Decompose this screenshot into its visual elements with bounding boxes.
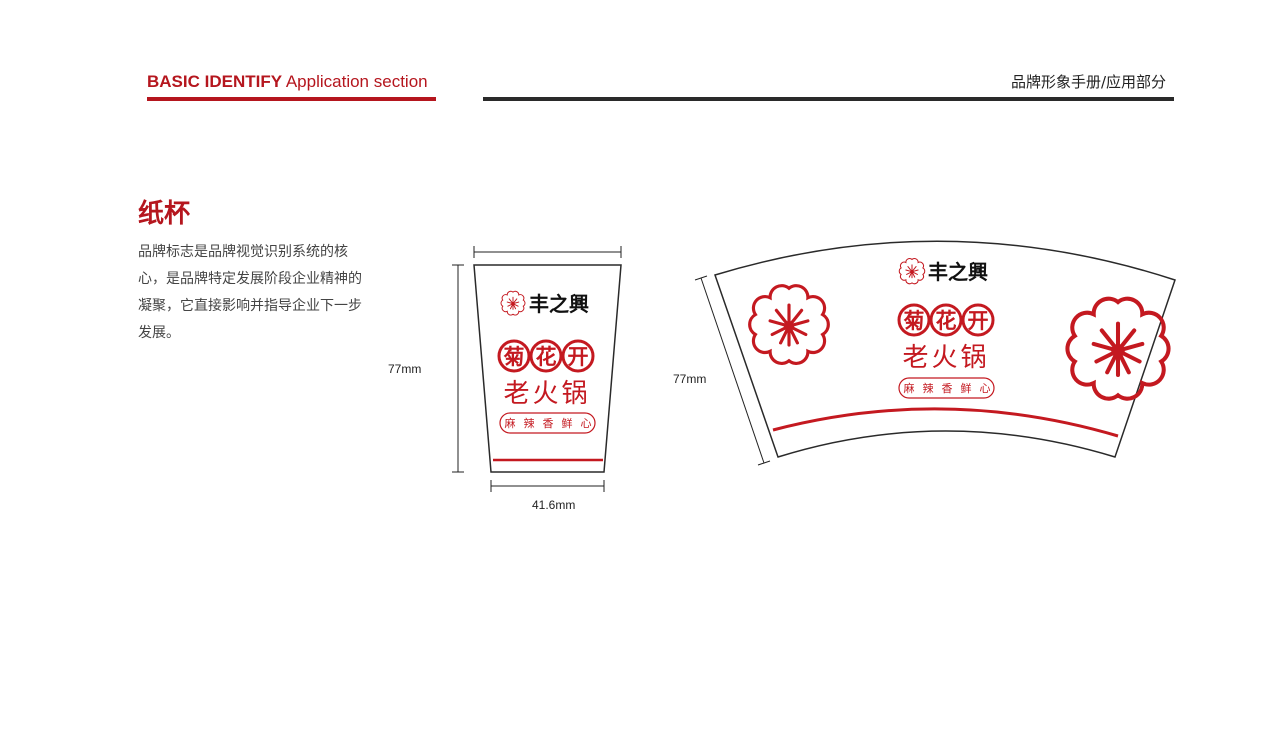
cup-dimension-lines xyxy=(452,246,622,492)
cup-slogan-char: 麻 xyxy=(505,416,516,430)
unrolled-bottom-stripe xyxy=(772,407,1119,438)
cup-slogan-char: 辣 xyxy=(524,416,535,430)
section-title: 纸杯 xyxy=(138,199,191,229)
cup-badge-row: 菊 花 开 xyxy=(497,339,595,373)
unrolled-subtitle: 老火锅 xyxy=(902,343,989,373)
unrolled-outline xyxy=(714,240,1176,458)
unrolled-slogan-char: 鲜 xyxy=(961,381,972,395)
cup-slogan-char: 心 xyxy=(581,417,592,430)
unrolled-brand-logo: 丰之興 xyxy=(898,258,988,285)
unrolled-badge-row: 菊 花 开 xyxy=(897,303,995,337)
cup-badge-char: 花 xyxy=(536,345,557,369)
cup-subtitle: 老火锅 xyxy=(503,379,590,409)
unrolled-slogan-char: 心 xyxy=(980,382,991,395)
header-right-rule xyxy=(483,97,1174,101)
cup-brand-logo: 丰之興 xyxy=(500,290,589,316)
unrolled-slogan-char: 辣 xyxy=(923,381,934,395)
unrolled-slogan-char: 麻 xyxy=(904,381,915,395)
cup-brand-name: 丰之興 xyxy=(529,292,589,316)
cup-slogan-char: 香 xyxy=(543,417,554,430)
cup-slogan: 麻 辣 香 鲜 心 xyxy=(499,412,596,434)
unrolled-slogan: 麻 辣 香 鲜 心 xyxy=(898,377,995,399)
header-section-label: 品牌形象手册/应用部分 xyxy=(1010,73,1166,91)
cup-badge-char: 开 xyxy=(568,345,589,369)
header-title: BASIC IDENTIFY Application section xyxy=(147,72,428,92)
header-title-bold: BASIC IDENTIFY xyxy=(147,72,283,91)
unrolled-slogan-char: 香 xyxy=(942,382,953,395)
unrolled-brand-name: 丰之興 xyxy=(928,260,988,284)
header-title-rest: Application section xyxy=(282,72,428,91)
cup-height-label: 77mm xyxy=(388,362,421,376)
cup-slogan-char: 鲜 xyxy=(562,416,573,430)
cup-bottom-width-label: 41.6mm xyxy=(532,498,575,512)
section-description: 品牌标志是品牌视觉识别系统的核心，是品牌特定发展阶段企业精神的凝聚，它直接影响并… xyxy=(138,244,362,341)
unrolled-badge-char: 菊 xyxy=(904,309,925,333)
unrolled-badge-char: 花 xyxy=(936,309,957,333)
cup-unrolled-view: 丰之興 菊 花 开 老火锅 麻 辣 香 鲜 心 77mm xyxy=(673,240,1176,466)
header-left-rule xyxy=(147,97,436,101)
unrolled-height-label: 77mm xyxy=(673,372,706,386)
cup-badge-char: 菊 xyxy=(504,345,525,369)
unrolled-badge-char: 开 xyxy=(968,309,989,333)
unrolled-dimension-line xyxy=(694,275,771,466)
cup-front-view: 丰之興 菊 花 开 老火锅 麻 辣 香 鲜 心 xyxy=(388,246,622,512)
